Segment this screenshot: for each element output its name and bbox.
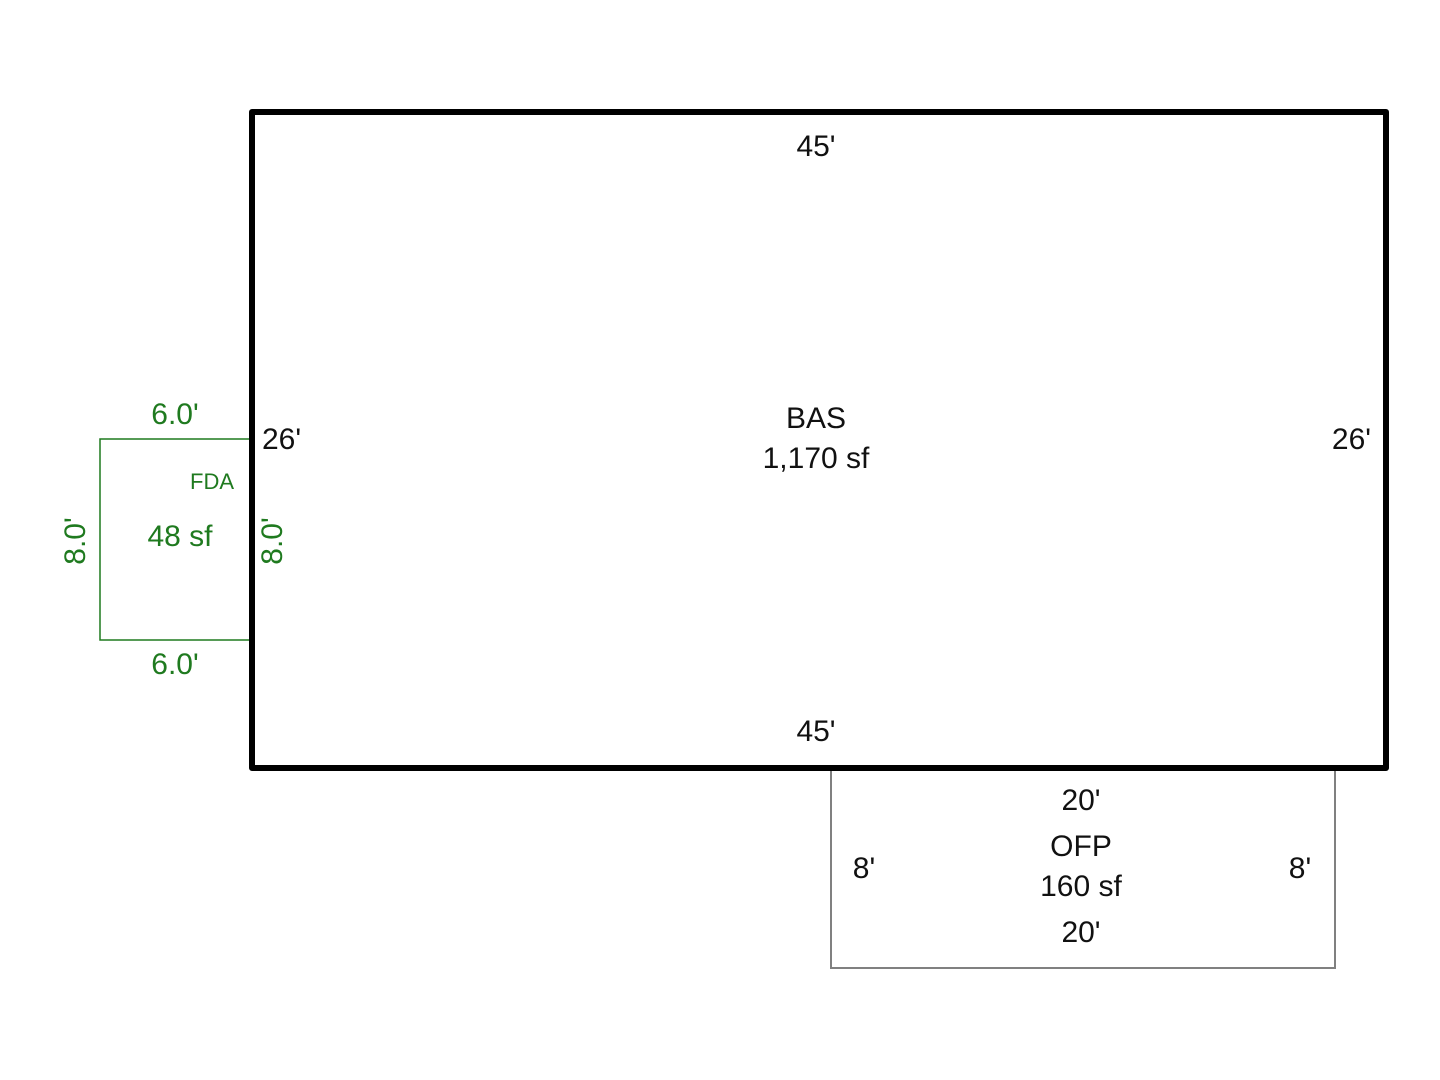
bas-bottom-dimension: 45' xyxy=(796,715,835,748)
bas-left-dimension: 26' xyxy=(262,423,301,456)
ofp-area-label: 160 sf xyxy=(1040,870,1122,903)
ofp-bottom-dimension: 20' xyxy=(1061,916,1100,949)
fda-section: 6.0' 6.0' FDA 48 sf 8.0' 8.0' xyxy=(59,398,289,681)
bas-right-dimension: 26' xyxy=(1332,423,1371,456)
ofp-right-dimension: 8' xyxy=(1289,852,1311,885)
ofp-left-dimension: 8' xyxy=(853,852,875,885)
ofp-code-label: OFP xyxy=(1050,830,1112,863)
bas-section: 45' 45' 26' 26' BAS 1,170 sf xyxy=(249,109,1389,771)
bas-top-dimension: 45' xyxy=(796,130,835,163)
fda-code-label: FDA xyxy=(190,469,234,494)
fda-area-label: 48 sf xyxy=(147,520,213,553)
fda-right-dimension: 8.0' xyxy=(256,517,289,564)
ofp-section: 20' OFP 160 sf 20' 8' 8' xyxy=(830,767,1336,969)
ofp-top-dimension: 20' xyxy=(1061,784,1100,817)
bas-area-label: 1,170 sf xyxy=(763,442,870,475)
bas-outline xyxy=(249,109,1389,771)
bas-code-label: BAS xyxy=(786,402,846,435)
fda-top-dimension: 6.0' xyxy=(151,398,198,431)
fda-bottom-dimension: 6.0' xyxy=(151,648,198,681)
fda-left-dimension: 8.0' xyxy=(59,517,92,564)
